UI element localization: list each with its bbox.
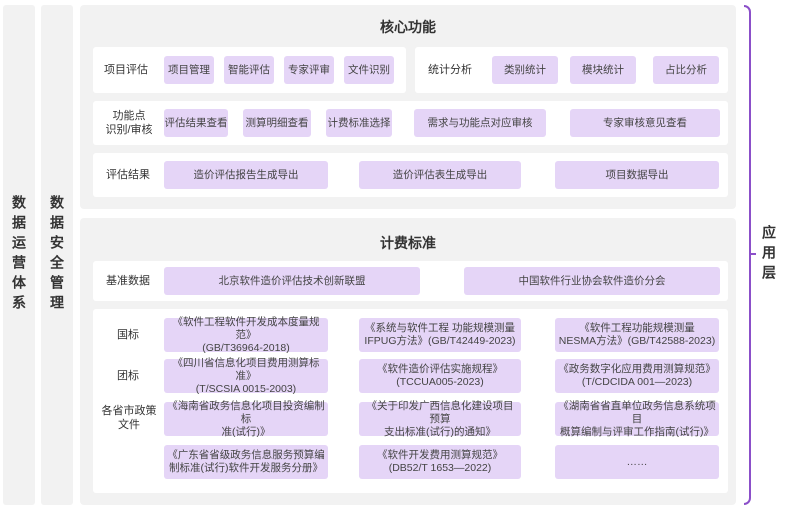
policy-doc-4: 《广东省省级政务信息服务预算编 制标准(试行)软件开发服务分册》 [164,445,328,479]
application-layer-bracket [744,5,751,505]
function-points-label: 功能点 识别/审核 [105,110,153,136]
national-standard-3: 《软件工程功能规模测量 NESMA方法》(GB/T42588-2023) [555,318,719,352]
item-expert-review: 专家评审 [284,56,334,84]
item-report-export: 造价评估报告生成导出 [164,161,328,189]
policy-docs-label: 各省市政策 文件 [101,405,157,431]
core-functions-title: 核心功能 [380,19,436,35]
item-china-association: 中国软件行业协会软件造价分会 [464,267,720,295]
item-project-management: 项目管理 [164,56,214,84]
item-view-details: 测算明细查看 [243,109,311,137]
data-operations-label: 数据运营体系 [11,195,27,315]
policy-doc-5: 《软件开发费用测算规范》 (DB52/T 1653—2022) [359,445,521,479]
data-operations-column: 数据运营体系 [3,5,35,505]
group-standard-1: 《四川省信息化项目费用测算标准》 (T/SCSIA 0015-2003) [164,357,328,395]
item-smart-evaluation: 智能评估 [224,56,274,84]
group-standard-3: 《政务数字化应用费用测算规范》 (T/CDCIDA 001—2023) [555,359,719,393]
national-standard-1: 《软件工程软件开发成本度量规范》 (GB/T36964-2018) [164,316,328,354]
item-requirement-mapping: 需求与功能点对应审核 [414,109,546,137]
policy-doc-2: 《关于印发广西信息化建设项目预算 支出标准(试行)的通知》 [359,400,521,438]
evaluation-results-label: 评估结果 [106,169,150,181]
item-module-stats: 模块统计 [570,56,636,84]
item-beijing-alliance: 北京软件造价评估技术创新联盟 [164,267,420,295]
national-standard-label: 国标 [117,329,139,341]
statistics-label: 统计分析 [428,64,472,76]
item-expert-opinion: 专家审核意见查看 [570,109,720,137]
billing-standards-title: 计费标准 [380,235,436,251]
item-view-results: 评估结果查看 [164,109,228,137]
data-security-column: 数据安全管理 [41,5,73,505]
application-layer: 应用层 [758,205,780,305]
item-ratio-analysis: 占比分析 [653,56,719,84]
item-table-export: 造价评估表生成导出 [359,161,521,189]
application-layer-label: 应用层 [761,225,777,285]
item-file-recognition: 文件识别 [344,56,394,84]
policy-doc-more: …… [555,445,719,479]
group-standard-label: 团标 [117,370,139,382]
policy-doc-1: 《海南省政务信息化项目投资编制标 准(试行)》 [164,400,328,438]
group-standard-2: 《软件造价评估实施规程》 (TCCUA005-2023) [359,359,521,393]
base-data-label: 基准数据 [106,275,150,287]
project-evaluation-label: 项目评估 [104,64,148,76]
policy-doc-3: 《湖南省省直单位政务信息系统项目 概算编制与评审工作指南(试行)》 [555,400,719,438]
national-standard-2: 《系统与软件工程 功能规模测量 IFPUG方法》(GB/T42449-2023) [359,318,521,352]
item-select-standard: 计费标准选择 [326,109,392,137]
item-data-export: 项目数据导出 [555,161,719,189]
item-category-stats: 类别统计 [492,56,558,84]
bracket-tick [750,253,756,255]
data-security-label: 数据安全管理 [49,195,65,315]
